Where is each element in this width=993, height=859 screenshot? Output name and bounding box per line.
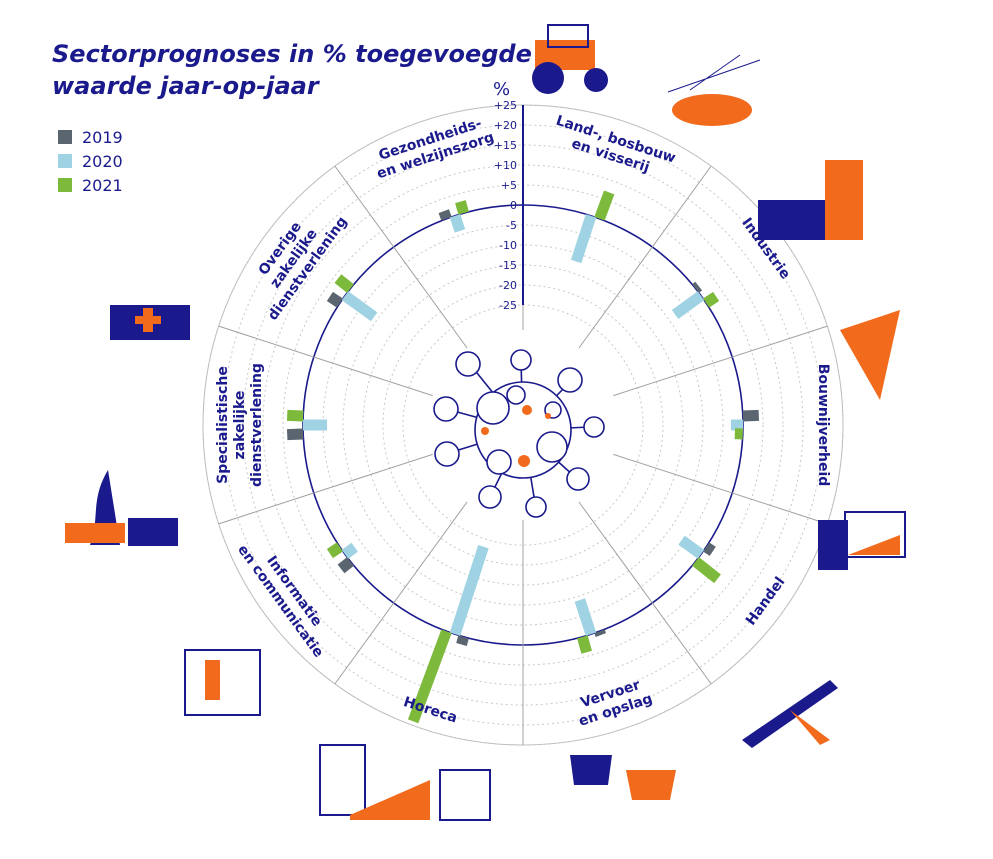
legend-swatch-2019: [58, 130, 72, 144]
sector-divider: [334, 165, 468, 349]
legend-label-2021: 2021: [82, 176, 123, 195]
bars: [286, 190, 760, 724]
tick-label: +5: [501, 179, 517, 192]
tick-label: 0: [510, 199, 517, 212]
tick-label: +20: [494, 119, 517, 132]
legend-label-2019: 2019: [82, 128, 123, 147]
sector-divider: [218, 325, 433, 397]
unit-label: %: [493, 79, 510, 100]
bar-2021-9: [455, 200, 469, 215]
bar-2020-4: [574, 598, 597, 636]
virus-icon: [433, 349, 605, 518]
drafting-icon: [184, 649, 261, 716]
bar-2019-7: [286, 428, 304, 441]
chart-title-line-1: Sectorprognoses in % toegevoegde: [52, 40, 532, 68]
bar-2021-3: [692, 557, 721, 584]
bar-2019-2: [742, 409, 760, 422]
sector-label-7: Specialistische: [215, 366, 231, 484]
bar-2021-5: [407, 629, 452, 724]
bar-2020-5: [449, 545, 489, 636]
legend: 2019 2020 2021: [58, 128, 123, 195]
bar-2020-3: [678, 535, 705, 559]
airplane-icon: [742, 680, 838, 748]
computer-icon: [818, 511, 906, 570]
bar-2020-6: [341, 542, 358, 559]
bar-2021-0: [594, 190, 615, 221]
sector-label-3: Handel: [743, 574, 789, 628]
legend-swatch-2021: [58, 178, 72, 192]
grid-ring: [382, 284, 664, 566]
woman-laptop-icon: [65, 470, 178, 546]
legend-label-2020: 2020: [82, 152, 123, 171]
tick-label: -5: [506, 219, 517, 232]
coffee-cups-icon: [570, 755, 676, 800]
tick-label: +15: [494, 139, 517, 152]
sector-divider: [578, 165, 712, 349]
sector-label-7: dienstverlening: [249, 363, 265, 487]
trowel-icon: [840, 310, 900, 400]
tick-label: -10: [499, 239, 517, 252]
chart-title-line-2: waarde jaar-op-jaar: [52, 72, 321, 100]
devices-icon: [319, 744, 491, 821]
sector-divider: [218, 453, 433, 525]
bar-2019-4: [594, 629, 607, 637]
bar-2020-9: [449, 214, 466, 233]
value-axis: +25 +20 +15 +10 +5 0 -5 -10 -15 -20 -25%: [493, 79, 524, 312]
grid-ring: [242, 144, 804, 706]
bar-2020-1: [671, 291, 705, 319]
tick-label: -25: [499, 299, 517, 312]
sector-divider: [613, 453, 828, 525]
grid-ring: [342, 244, 704, 606]
bar-2021-6: [326, 542, 343, 559]
bar-2019-5: [456, 635, 469, 647]
tractor-icon: [532, 24, 608, 94]
sector-divider: [334, 501, 468, 685]
tick-label: +10: [494, 159, 517, 172]
bar-2019-8: [326, 291, 343, 308]
bar-2020-0: [570, 214, 597, 264]
grid-ring: [262, 164, 784, 686]
tick-label: +25: [494, 99, 517, 112]
tick-label: -20: [499, 279, 517, 292]
tick-label: -15: [499, 259, 517, 272]
bar-2020-8: [341, 291, 378, 322]
sector-divider: [578, 501, 712, 685]
first-aid-kit-icon: [110, 305, 190, 340]
bar-2019-6: [337, 557, 354, 574]
factory-icon: [758, 160, 863, 240]
legend-swatch-2020: [58, 154, 72, 168]
bar-2021-4: [577, 635, 592, 654]
sector-label-2: Bouwnijverheid: [815, 364, 831, 487]
sector-divider: [613, 325, 828, 397]
grid-ring: [322, 224, 724, 626]
bar-2019-1: [692, 281, 703, 293]
bar-2021-8: [334, 274, 354, 293]
bar-2019-9: [438, 209, 452, 221]
fish-icon: [667, 54, 761, 126]
grid: [202, 104, 844, 746]
sector-label-5: Horeca: [401, 694, 459, 726]
sector-label-7: zakelijke: [232, 391, 248, 460]
bar-2019-3: [703, 542, 716, 556]
bar-2021-7: [286, 409, 304, 422]
bar-2021-1: [703, 291, 720, 308]
